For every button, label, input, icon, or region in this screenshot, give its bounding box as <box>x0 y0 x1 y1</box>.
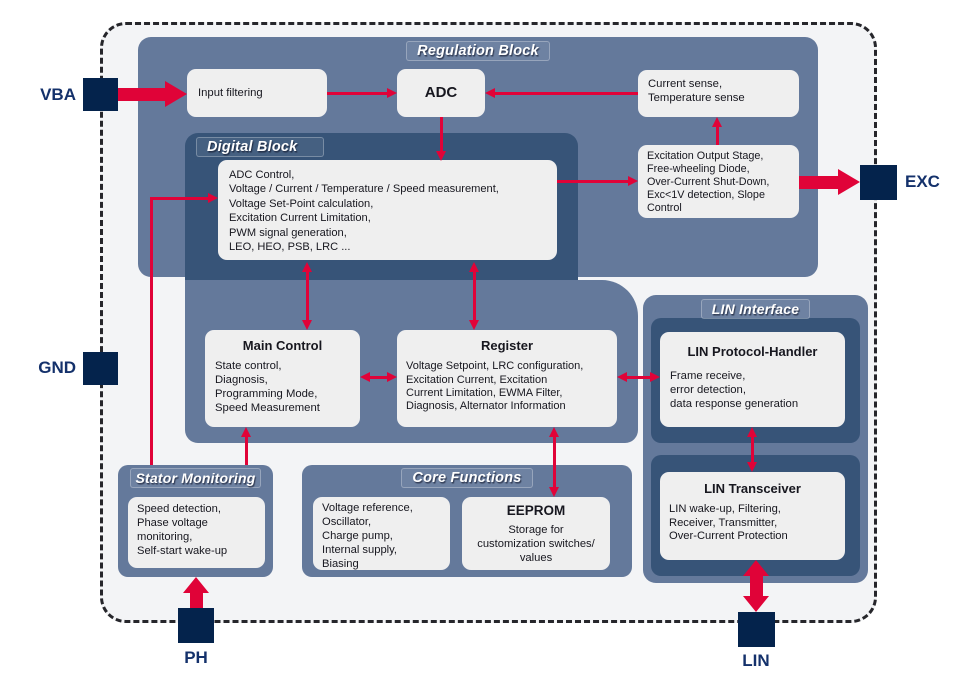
vba-pin <box>83 78 118 111</box>
input-filtering-box: Input filtering <box>187 69 327 117</box>
eeprom-box: EEPROM Storage for customization switche… <box>462 497 610 570</box>
eeprom-title: EEPROM <box>506 503 566 518</box>
gnd-pin-label: GND <box>38 358 76 377</box>
lin-pin-label: LIN <box>742 651 770 670</box>
gnd-pin <box>83 352 118 385</box>
core-functions-label: Core Functions <box>302 468 632 488</box>
lin-transceiver-title: LIN Transceiver <box>704 481 801 496</box>
register-text: Voltage Setpoint, LRC configuration, Exc… <box>406 360 584 413</box>
lin-transceiver-text: LIN wake-up, Filtering, Receiver, Transm… <box>669 503 788 542</box>
lin-interface-label: LIN Interface <box>643 299 868 319</box>
register-box: Register Voltage Setpoint, LRC configura… <box>397 330 617 427</box>
adc-box: ADC <box>397 69 485 117</box>
main-control-text: State control, Diagnosis, Programming Mo… <box>215 360 320 415</box>
eeprom-text: Storage for customization switches/ valu… <box>477 523 595 564</box>
main-control-box: Main Control State control, Diagnosis, P… <box>205 330 360 427</box>
digital-block-label: Digital Block <box>196 137 325 157</box>
ph-pin-label: PH <box>184 648 208 667</box>
stator-monitoring-label: Stator Monitoring <box>118 468 273 488</box>
regulation-block-label: Regulation Block <box>138 41 818 61</box>
input-filtering-text: Input filtering <box>198 87 263 99</box>
lin-pin <box>738 612 775 647</box>
stator-functions-box: Speed detection, Phase voltage monitorin… <box>128 497 265 568</box>
exc-pin-label: EXC <box>905 172 940 191</box>
current-temp-sense-box: Current sense, Temperature sense <box>638 70 799 117</box>
excitation-output-box: Excitation Output Stage, Free-wheeling D… <box>638 145 799 218</box>
register-title: Register <box>480 338 534 353</box>
vba-pin-label: VBA <box>40 85 76 104</box>
lin-protocol-handler-title: LIN Protocol-Handler <box>687 344 818 359</box>
adc-text: ADC <box>424 83 458 101</box>
lin-transceiver-box: LIN Transceiver LIN wake-up, Filtering, … <box>660 472 845 560</box>
main-control-title: Main Control <box>242 338 323 353</box>
core-functions-box: Voltage reference, Oscillator, Charge pu… <box>313 497 450 570</box>
digital-functions-box: ADC Control, Voltage / Current / Tempera… <box>218 160 557 260</box>
exc-pin <box>860 165 897 200</box>
ph-pin <box>178 608 214 643</box>
lin-protocol-handler-box: LIN Protocol-Handler Frame receive, erro… <box>660 332 845 427</box>
lin-protocol-handler-text: Frame receive, error detection, data res… <box>670 370 799 411</box>
